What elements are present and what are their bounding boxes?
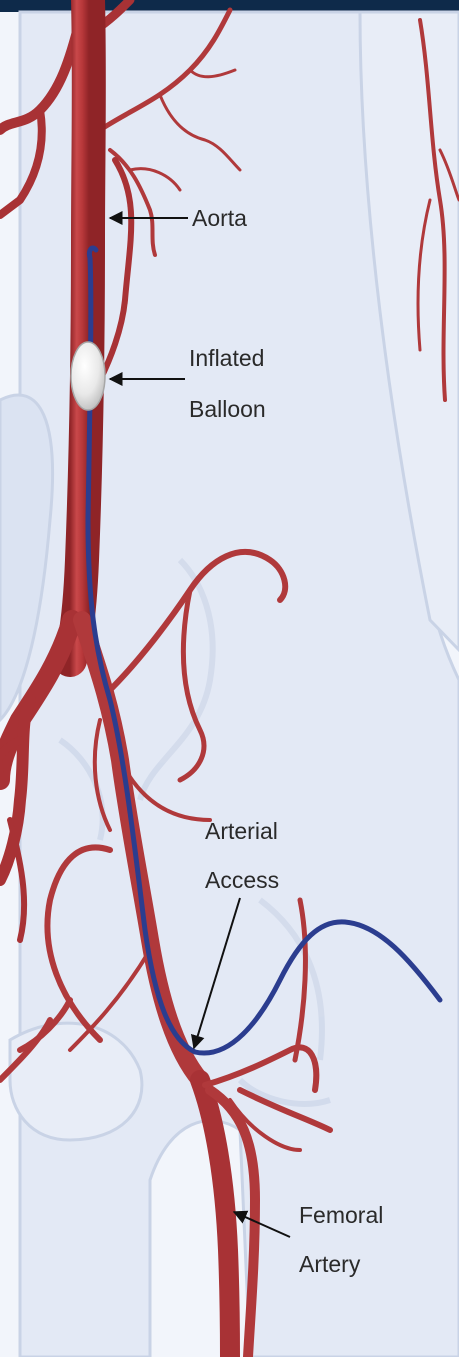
inflated-balloon: [71, 342, 105, 410]
access-label-line2: Access: [205, 867, 279, 893]
aorta-label: Aorta: [192, 205, 247, 231]
femoral-label-line2: Artery: [299, 1251, 361, 1277]
aorta-vessel: [70, 0, 89, 660]
access-label-line1: Arterial: [205, 818, 278, 844]
femoral-label-line1: Femoral: [299, 1202, 383, 1228]
balloon-label-line1: Inflated: [189, 345, 264, 371]
balloon-label-line2: Balloon: [189, 396, 266, 422]
